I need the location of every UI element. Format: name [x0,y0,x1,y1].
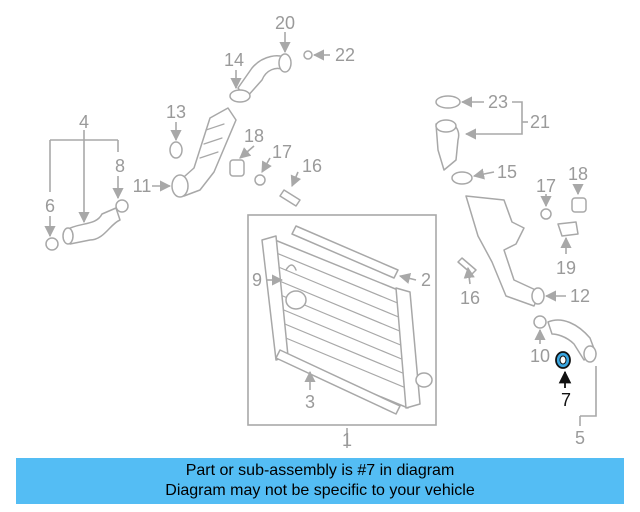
clamp-23 [435,95,461,109]
hose-20-end [278,53,292,73]
hose-4-end [62,227,74,245]
callout-18-right: 18 [568,164,588,184]
callout-15: 15 [497,162,517,182]
callout-12: 12 [570,286,590,306]
seal-strip-2 [291,225,399,279]
leader-lines [44,32,597,448]
callout-5: 5 [575,428,585,448]
right-hoses [435,95,597,363]
bolt-16a [279,189,301,207]
callout-2: 2 [421,270,431,290]
clamp-14 [229,89,251,103]
duct-ribs [199,123,225,159]
clip-17b [540,208,552,220]
callout-19: 19 [556,258,576,278]
bolt-16b [457,257,477,275]
callout-4: 4 [79,112,89,132]
intercooler-inlet [285,290,307,310]
pipe-12 [465,195,541,307]
o-ring-6 [45,237,59,251]
callout-6: 6 [45,196,55,216]
callout-10: 10 [530,346,550,366]
callout-14: 14 [224,50,244,70]
callout-20: 20 [275,13,295,33]
callout-7: 7 [561,390,571,410]
callout-13: 13 [166,102,186,122]
clamp-15 [451,171,473,185]
pipe-12-end [531,287,545,305]
o-ring-8 [115,199,129,213]
o-ring-13 [169,141,183,159]
duct-11-end [171,174,189,198]
intercooler-outlet [415,372,433,388]
callout-3: 3 [305,392,315,412]
callout-8: 8 [115,156,125,176]
callout-18-left: 18 [244,126,264,146]
callout-1: 1 [342,430,352,450]
callout-16-left: 16 [302,156,322,176]
hose-5-end [583,345,597,363]
callout-21: 21 [530,112,550,132]
o-ring-7-hole [559,355,567,365]
banner-line-1: Part or sub-assembly is #7 in diagram [185,462,455,479]
banner-line-2: Diagram may not be specific to your vehi… [165,482,475,499]
intercooler-right-tank [395,287,421,409]
callout-labels: 20 22 14 13 4 18 17 16 8 6 11 9 2 3 1 23… [45,13,590,450]
callout-23: 23 [488,92,508,112]
callout-22: 22 [335,45,355,65]
upper-left-hoses [169,50,313,198]
sensor-19 [557,221,579,237]
bushing-18a [229,159,245,177]
hose-4 [65,207,121,245]
lower-left-hose [45,199,129,251]
callout-17-right: 17 [536,176,556,196]
seal-strip-3 [275,349,401,415]
bushing-18b [571,197,587,213]
clip-17a [254,174,266,186]
intercooler-assembly [247,214,437,426]
callout-9: 9 [252,270,262,290]
intercooler-frame [247,214,437,426]
hose-21-end [435,119,457,133]
callout-16-right: 16 [460,288,480,308]
callout-17-left: 17 [272,142,292,162]
o-ring-22 [303,50,313,60]
intercooler-fins [273,251,407,389]
o-ring-10 [533,315,547,329]
callout-11: 11 [133,176,152,196]
o-ring-7-highlighted [555,351,571,369]
info-banner: Part or sub-assembly is #7 in diagram Di… [16,458,624,504]
middle-small-parts [229,159,301,207]
clip-9 [285,264,297,271]
air-duct-11 [175,107,237,197]
